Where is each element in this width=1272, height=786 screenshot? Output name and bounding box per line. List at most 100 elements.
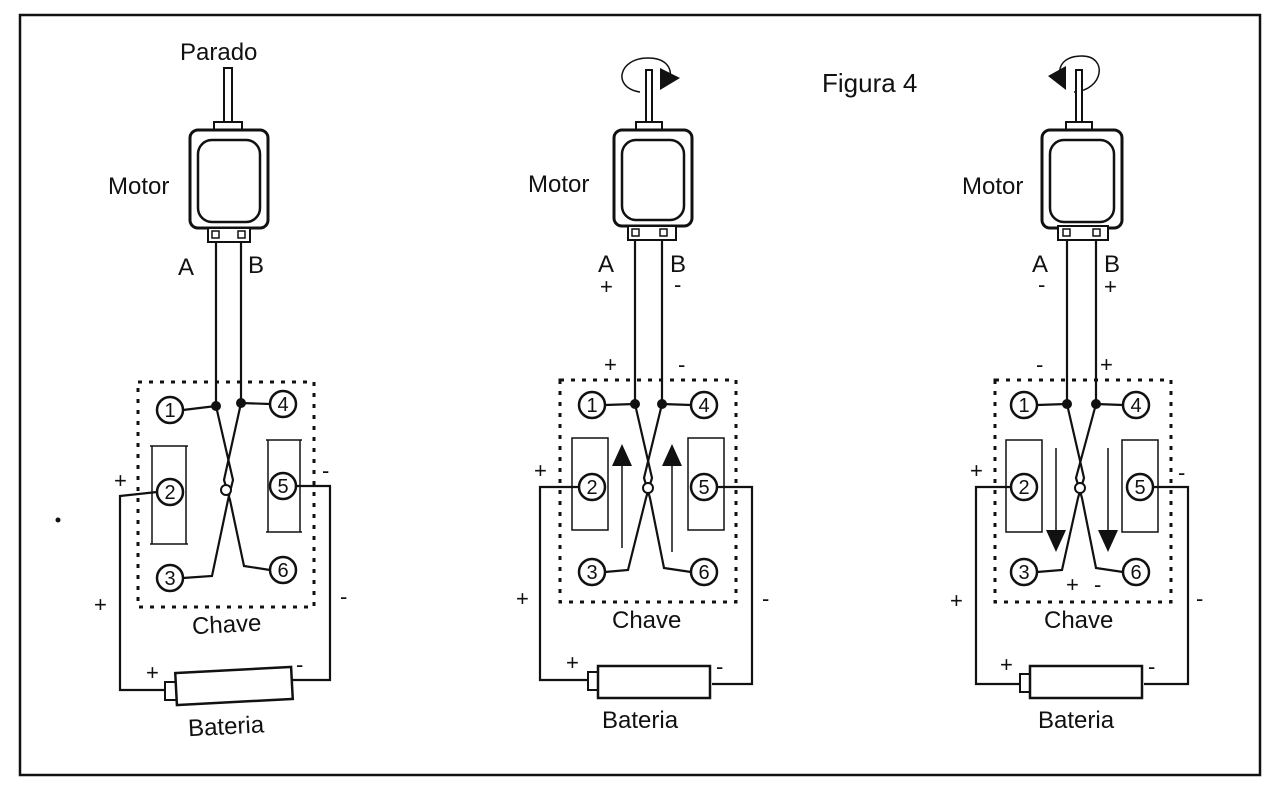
- terminal-b-label: B: [1104, 251, 1120, 278]
- pin-5: 5: [689, 472, 719, 502]
- terminal-b-label: B: [670, 251, 686, 278]
- stray-dot: [55, 517, 61, 523]
- svg-text:+: +: [950, 588, 963, 613]
- svg-text:+: +: [534, 458, 547, 483]
- battery-wire-minus: [292, 484, 332, 682]
- svg-text:3: 3: [1018, 562, 1029, 584]
- svg-text:2: 2: [1018, 477, 1029, 499]
- svg-text:-: -: [1178, 460, 1185, 485]
- svg-text:-: -: [762, 586, 769, 611]
- svg-text:+: +: [114, 468, 127, 493]
- switch-outline: [136, 380, 316, 609]
- switch-label: Chave: [191, 610, 262, 641]
- svg-text:-: -: [1148, 654, 1155, 679]
- terminal-a-pad: [211, 230, 220, 239]
- svg-text:-: -: [678, 352, 685, 377]
- svg-text:+: +: [94, 592, 107, 617]
- motor-inner: [196, 138, 262, 224]
- current-arrow-down: [1098, 530, 1118, 552]
- svg-text:4: 4: [698, 395, 709, 417]
- pin-2: 2: [1009, 472, 1039, 502]
- switch-label: Chave: [1044, 607, 1113, 634]
- svg-text:+: +: [146, 660, 159, 685]
- current-arrow-up: [662, 444, 682, 466]
- svg-text:+: +: [600, 274, 613, 299]
- svg-text:-: -: [716, 654, 723, 679]
- switch-outline: [558, 378, 738, 604]
- svg-text:3: 3: [164, 568, 175, 590]
- battery-body: [1028, 664, 1144, 700]
- svg-text:6: 6: [1130, 562, 1141, 584]
- svg-text:1: 1: [586, 395, 597, 417]
- svg-text:1: 1: [164, 400, 175, 422]
- svg-text:4: 4: [1130, 395, 1141, 417]
- svg-text:4: 4: [277, 394, 288, 416]
- svg-text:2: 2: [164, 482, 175, 504]
- pin-3: 3: [155, 563, 185, 593]
- svg-text:+: +: [516, 586, 529, 611]
- switch-outline: [993, 378, 1173, 604]
- svg-text:+: +: [1000, 652, 1013, 677]
- pin-1: 1: [577, 390, 607, 420]
- battery-body: [596, 664, 712, 700]
- pin-4: 4: [268, 389, 298, 419]
- pin-2: 2: [155, 477, 185, 507]
- panel-stopped: Parado Motor A B 1 2 3 4 5 6: [94, 39, 347, 742]
- pin-6: 6: [1121, 557, 1151, 587]
- svg-text:+: +: [566, 650, 579, 675]
- battery-body: [173, 665, 295, 707]
- panel-forward: Motor A B + - + - 1 2 3 4 5 6 + + +: [516, 57, 769, 734]
- battery-label: Bateria: [1038, 707, 1115, 734]
- current-arrow-down: [1046, 530, 1066, 552]
- terminal-b-pad: [237, 230, 246, 239]
- switch-label: Chave: [612, 607, 681, 634]
- svg-text:5: 5: [1134, 477, 1145, 499]
- figure-caption: Figura 4: [822, 68, 917, 98]
- battery-label: Bateria: [187, 711, 265, 742]
- pin-1: 1: [1009, 390, 1039, 420]
- pin-3: 3: [577, 557, 607, 587]
- motor-label: Motor: [108, 173, 169, 200]
- svg-text:-: -: [1196, 586, 1203, 611]
- pin-3: 3: [1009, 557, 1039, 587]
- pin-5: 5: [268, 471, 298, 501]
- battery-wire-plus: [118, 490, 175, 692]
- svg-text:+: +: [1104, 274, 1117, 299]
- svg-text:2: 2: [586, 477, 597, 499]
- pin-5: 5: [1125, 472, 1155, 502]
- svg-text:-: -: [674, 272, 681, 297]
- svg-text:3: 3: [586, 562, 597, 584]
- motor-shaft: [223, 67, 233, 129]
- pin-6: 6: [268, 555, 298, 585]
- terminal-a-label: A: [1032, 251, 1048, 278]
- cross-wire-b: [222, 402, 271, 572]
- svg-text:-: -: [322, 458, 329, 483]
- svg-text:-: -: [1038, 272, 1045, 297]
- cross-wire-a: [182, 405, 235, 580]
- svg-text:5: 5: [698, 477, 709, 499]
- pin-6: 6: [689, 557, 719, 587]
- rotation-arc-ccw: [1058, 55, 1100, 93]
- svg-text:+: +: [1100, 352, 1113, 377]
- rotation-arrowhead-cw: [660, 68, 680, 90]
- svg-text:+: +: [1066, 572, 1079, 597]
- svg-text:-: -: [1094, 572, 1101, 597]
- svg-text:-: -: [296, 652, 303, 677]
- pin-4: 4: [1121, 390, 1151, 420]
- svg-text:-: -: [340, 584, 347, 609]
- svg-text:+: +: [970, 458, 983, 483]
- pin-1: 1: [155, 395, 185, 425]
- svg-text:6: 6: [698, 562, 709, 584]
- terminal-a-label: A: [598, 251, 614, 278]
- svg-text:+: +: [604, 352, 617, 377]
- pin-4: 4: [689, 390, 719, 420]
- terminal-a-label: A: [178, 254, 194, 281]
- pin-2: 2: [577, 472, 607, 502]
- figure-frame: [18, 13, 1262, 777]
- terminal-b-label: B: [248, 252, 264, 279]
- rotation-arrowhead-ccw: [1048, 66, 1066, 90]
- state-label-stopped: Parado: [180, 39, 257, 66]
- current-arrow-up: [612, 444, 632, 466]
